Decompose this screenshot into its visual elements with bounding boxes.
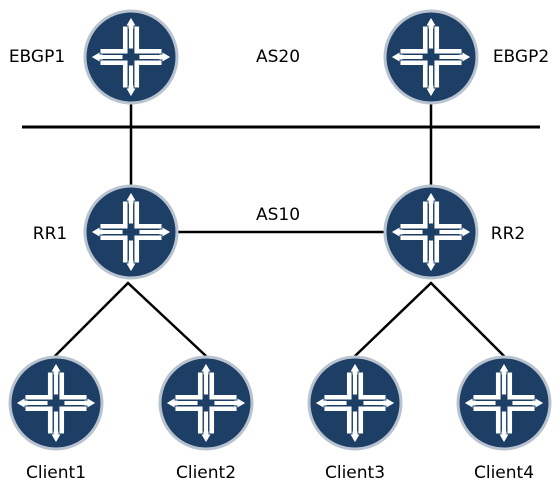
juniper-router-icon — [158, 355, 254, 451]
router-body — [83, 184, 179, 280]
router-client3[interactable]: Client3 — [307, 355, 403, 483]
link-rr2-client4 — [429, 281, 506, 358]
router-body — [83, 9, 179, 105]
router-label-ebgp2: EBGP2 — [493, 47, 549, 67]
juniper-router-icon — [383, 184, 479, 280]
router-client1[interactable]: Client1 — [8, 355, 104, 483]
juniper-router-icon — [383, 9, 479, 105]
router-ebgp2[interactable]: EBGP2 — [383, 9, 549, 105]
link-rr1-client2 — [126, 281, 208, 358]
router-client4[interactable]: Client4 — [456, 355, 552, 483]
juniper-router-icon — [83, 184, 179, 280]
router-label-client4: Client4 — [474, 463, 534, 483]
as10-label: AS10 — [256, 205, 300, 225]
juniper-router-icon — [83, 9, 179, 105]
as20-label: AS20 — [256, 47, 300, 67]
router-body — [383, 184, 479, 280]
router-label-rr2: RR2 — [491, 224, 525, 244]
link-rr2-client3 — [353, 281, 433, 358]
router-label-ebgp1: EBGP1 — [9, 47, 65, 67]
router-rr1[interactable]: RR1 — [33, 184, 179, 280]
router-label-client2: Client2 — [176, 463, 236, 483]
router-ebgp1[interactable]: EBGP1 — [9, 9, 179, 105]
router-label-client1: Client1 — [26, 463, 86, 483]
router-label-client3: Client3 — [325, 463, 385, 483]
router-body — [8, 355, 104, 451]
router-body — [383, 9, 479, 105]
router-body — [307, 355, 403, 451]
router-label-rr1: RR1 — [33, 224, 67, 244]
juniper-router-icon — [8, 355, 104, 451]
juniper-router-icon — [456, 355, 552, 451]
router-body — [158, 355, 254, 451]
juniper-router-icon — [307, 355, 403, 451]
links-layer — [53, 98, 506, 358]
router-client2[interactable]: Client2 — [158, 355, 254, 483]
router-body — [456, 355, 552, 451]
link-rr1-client1 — [53, 281, 130, 358]
router-rr2[interactable]: RR2 — [383, 184, 525, 280]
